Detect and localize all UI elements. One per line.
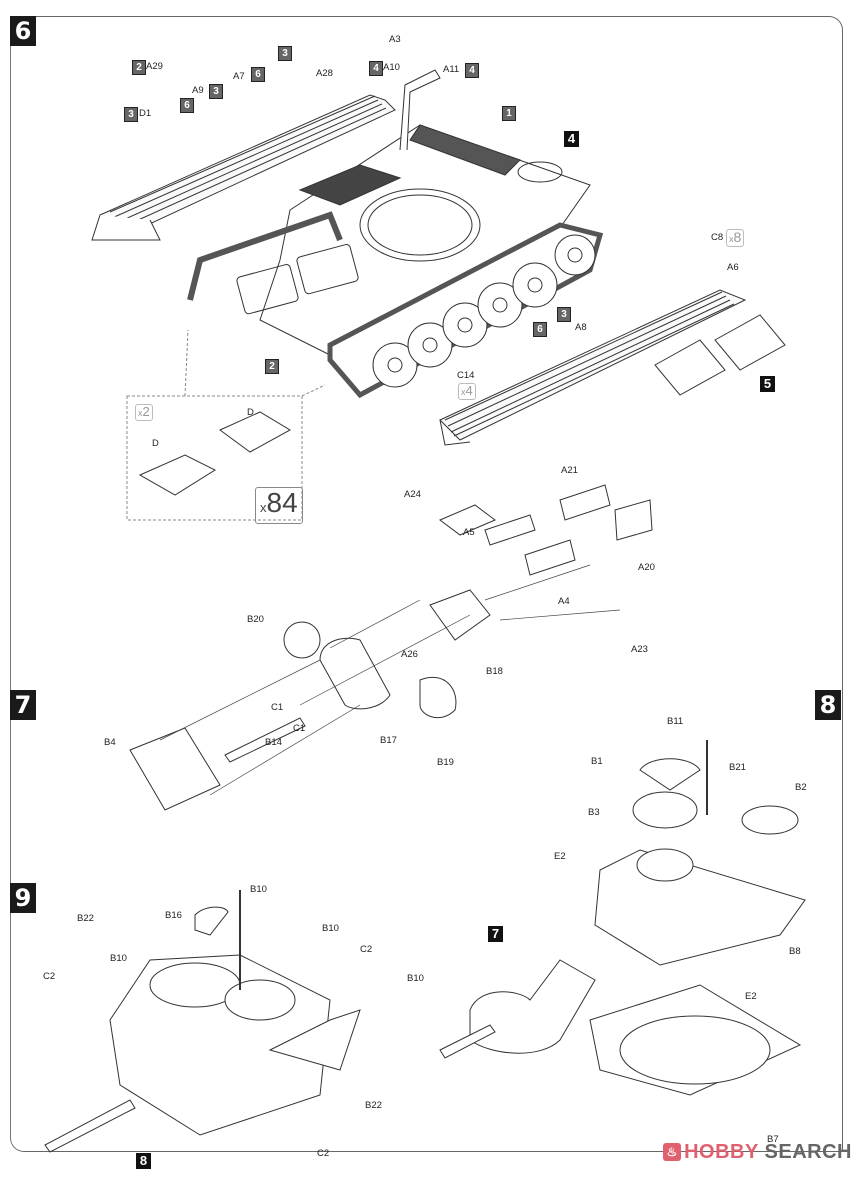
turret-step9 — [44, 890, 361, 1153]
fender-rail-right — [439, 289, 747, 446]
part-label-a20: A20 — [638, 562, 655, 573]
qty-value: 2 — [142, 404, 150, 419]
part-label-b1: B1 — [591, 756, 603, 767]
part-label-b22-top: B22 — [77, 913, 94, 924]
qty-prefix: x — [461, 387, 466, 397]
step-8-badge: 8 — [815, 690, 841, 720]
paint-ref-a11: 4 — [465, 63, 479, 78]
step-9-badge: 9 — [10, 883, 36, 913]
watermark-part2: SEARCH — [764, 1141, 852, 1163]
part-label-a24: A24 — [404, 489, 421, 500]
track-and-wheels — [187, 211, 604, 399]
hull — [236, 124, 591, 361]
part-label-a9: A9 — [192, 85, 204, 96]
track-links — [138, 411, 292, 496]
part-label-c8: C8 — [711, 232, 724, 243]
quantity-track-links: x84 — [255, 487, 303, 524]
part-label-b16: B16 — [165, 910, 182, 921]
part-label-c1-bottom: C1 — [293, 723, 306, 734]
paint-ref-a10: 4 — [369, 61, 383, 76]
part-label-c14: C14 — [457, 370, 475, 381]
paint-ref-a9-6: 6 — [180, 98, 194, 113]
stowage-boxes — [654, 314, 786, 396]
part-label-a8: A8 — [575, 322, 587, 333]
callout-turret-8: 8 — [136, 1153, 151, 1169]
part-label-a28: A28 — [316, 68, 333, 79]
fender-rail-left — [91, 94, 396, 241]
part-label-a23: A23 — [631, 644, 648, 655]
part-label-b14: B14 — [265, 737, 282, 748]
paint-ref-a29: 2 — [132, 60, 146, 75]
assembly-guides — [159, 564, 621, 796]
part-label-a6: A6 — [727, 262, 739, 273]
part-label-a3: A3 — [389, 34, 401, 45]
part-label-b10-right: B10 — [407, 973, 424, 984]
callout-stowage-5: 5 — [760, 376, 775, 392]
step-6-badge: 6 — [10, 16, 36, 46]
part-label-b20: B20 — [247, 614, 264, 625]
quantity-track-inset: x2 — [135, 404, 153, 421]
watermark-logo-icon: ♨ — [663, 1143, 682, 1161]
track-detail-inset — [126, 329, 326, 521]
part-label-b19: B19 — [437, 757, 454, 768]
part-label-d-left: D — [152, 438, 159, 449]
qty-prefix: x — [138, 408, 143, 418]
part-label-d1: D1 — [139, 108, 152, 119]
part-label-b3: B3 — [588, 807, 600, 818]
paint-ref-a9-3: 3 — [209, 84, 223, 99]
paint-ref-hull-side: 2 — [265, 359, 279, 374]
paint-ref-a8-6: 6 — [533, 322, 547, 337]
part-label-a4: A4 — [558, 596, 570, 607]
part-label-a26: A26 — [401, 649, 418, 660]
callout-mantlet-7: 7 — [488, 926, 503, 942]
qty-prefix: x — [729, 234, 734, 244]
part-label-b17: B17 — [380, 735, 397, 746]
part-label-a10: A10 — [383, 62, 400, 73]
step-7-badge: 7 — [10, 690, 36, 720]
part-label-b4: B4 — [104, 737, 116, 748]
part-label-e2-bottom: E2 — [745, 991, 757, 1002]
paint-ref-d1: 3 — [124, 107, 138, 122]
quantity-c14: x4 — [458, 383, 476, 400]
part-label-b21: B21 — [729, 762, 746, 773]
exhaust-pipe — [399, 69, 441, 151]
part-label-a21: A21 — [561, 465, 578, 476]
part-label-b10-mid: B10 — [322, 923, 339, 934]
paint-ref-a7: 6 — [251, 67, 265, 82]
part-label-b10-left: B10 — [110, 953, 127, 964]
qty-prefix: x — [260, 500, 267, 515]
quantity-c8: x8 — [726, 229, 745, 247]
part-label-b18: B18 — [486, 666, 503, 677]
part-label-b11: B11 — [667, 716, 684, 727]
part-label-b22-bottom: B22 — [365, 1100, 382, 1111]
part-label-a11: A11 — [443, 64, 460, 75]
qty-value: 84 — [266, 487, 298, 518]
part-label-d-right: D — [247, 407, 254, 418]
part-label-a7: A7 — [233, 71, 245, 82]
part-label-b8: B8 — [789, 946, 801, 957]
part-label-e2-top: E2 — [554, 851, 566, 862]
turret-roof-assembly — [439, 740, 806, 1096]
part-label-c1-top: C1 — [271, 702, 284, 713]
part-label-c2-left: C2 — [43, 971, 56, 982]
watermark: ♨HOBBY SEARCH — [663, 1141, 852, 1164]
part-label-c2-bottom: C2 — [317, 1148, 330, 1159]
part-label-a29: A29 — [146, 61, 163, 72]
paint-ref-a8-3: 3 — [557, 307, 571, 322]
paint-ref-deck: 1 — [502, 106, 516, 121]
part-label-a5: A5 — [463, 527, 475, 538]
qty-value: 8 — [733, 229, 742, 245]
watermark-part1: HOBBY — [684, 1141, 759, 1163]
callout-hull-4: 4 — [564, 131, 579, 147]
part-label-b10-top: B10 — [250, 884, 267, 895]
qty-value: 4 — [465, 383, 473, 398]
gun-mantlet-assembly — [129, 484, 653, 811]
part-label-c2-right: C2 — [360, 944, 373, 955]
part-label-b2: B2 — [795, 782, 807, 793]
instruction-sheet-frame — [10, 16, 843, 1152]
part-label-b7: B7 — [767, 1134, 779, 1145]
paint-ref-top: 3 — [278, 46, 292, 61]
